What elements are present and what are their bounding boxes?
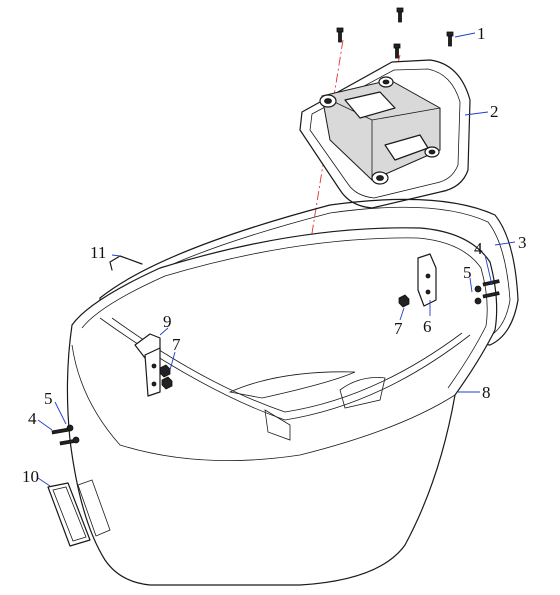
- callout-1: 1: [477, 24, 486, 43]
- leader-lines: [37, 32, 516, 487]
- callout-4-left: 4: [28, 409, 37, 428]
- screw-icon: [336, 27, 344, 43]
- callout-11: 11: [90, 243, 106, 262]
- hinge-wire-part: [109, 255, 143, 271]
- screw-icon: [393, 43, 401, 59]
- callout-10: 10: [22, 467, 39, 486]
- mounting-bracket: [299, 59, 471, 209]
- callout-labels: 1 2 3 4 5 6 7 8 9 7 5 4 10 11: [22, 24, 527, 486]
- latch-bracket-right: [417, 253, 437, 307]
- callout-7-left: 7: [172, 335, 181, 354]
- callout-7-right: 7: [394, 319, 403, 338]
- callout-5-right: 5: [463, 263, 472, 282]
- callout-2: 2: [490, 102, 499, 121]
- case-body: [66, 227, 498, 586]
- reflector-part: [47, 479, 111, 547]
- callout-4-right: 4: [474, 239, 483, 258]
- callout-3: 3: [518, 233, 527, 252]
- nut-parts-left: [159, 364, 173, 390]
- callout-6: 6: [423, 317, 432, 336]
- bolt-washer-left: [51, 424, 80, 446]
- lid-seal-rim: [99, 198, 519, 346]
- latch-bracket: [134, 333, 161, 397]
- nut-part-right: [398, 294, 410, 308]
- screw-icon: [396, 7, 404, 23]
- screw-parts: [336, 7, 454, 59]
- callout-8: 8: [482, 383, 491, 402]
- callout-9: 9: [163, 312, 172, 331]
- callout-5-left: 5: [44, 389, 53, 408]
- screw-icon: [446, 31, 454, 47]
